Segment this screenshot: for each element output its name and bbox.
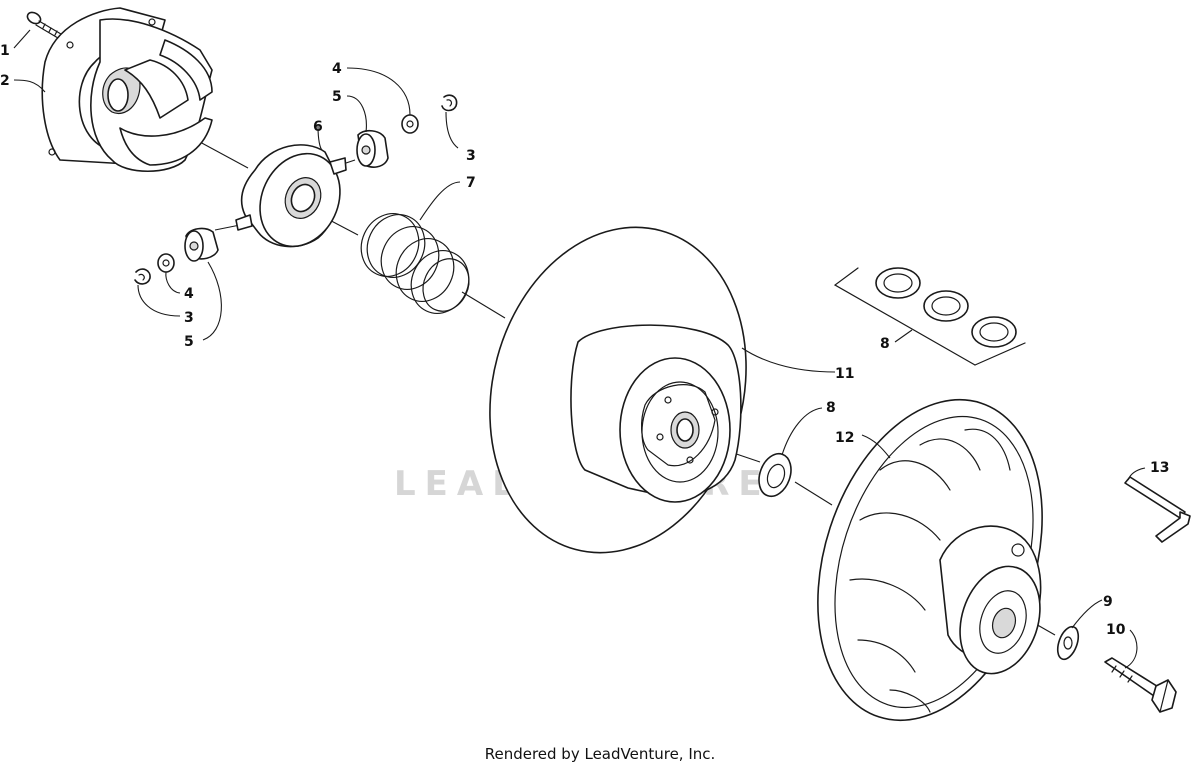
callout-5-upper: 5 [332, 89, 342, 105]
callout-8-group: 8 [880, 336, 890, 352]
callout-4-lower: 4 [184, 286, 194, 302]
part-5-roller-upper [356, 129, 389, 168]
callout-12: 12 [835, 430, 854, 446]
callout-5-lower: 5 [184, 334, 194, 350]
part-2-housing [41, 7, 213, 173]
callout-9: 9 [1103, 594, 1113, 610]
part-4-washer-lower [157, 253, 175, 273]
callout-2: 2 [0, 73, 10, 89]
callout-8-washer: 8 [826, 400, 836, 416]
part-4-washer-upper [401, 114, 419, 134]
callout-7: 7 [466, 175, 476, 191]
callout-11: 11 [835, 366, 854, 382]
part-1-screw [26, 11, 67, 42]
callouts: 1 2 4 5 6 3 7 4 3 5 8 11 8 12 13 9 10 [0, 43, 1169, 638]
part-11-sheave [489, 226, 747, 554]
callout-3-upper: 3 [466, 148, 476, 164]
part-9-washer [1056, 625, 1080, 661]
callout-3-lower: 3 [184, 310, 194, 326]
part-12-fan-sheave [817, 398, 1043, 722]
part-7-spring [360, 213, 470, 314]
callout-6: 6 [313, 119, 323, 135]
part-8-shims-group [833, 267, 1026, 366]
part-3-clip-lower [134, 268, 151, 285]
part-10-bolt [1104, 657, 1177, 713]
part-6-carrier [235, 144, 347, 248]
callout-10: 10 [1106, 622, 1126, 638]
leader-lines [13, 29, 1146, 669]
callout-13: 13 [1150, 460, 1169, 476]
part-3-clip-upper [441, 94, 458, 112]
part-5-roller-lower [184, 227, 219, 262]
part-8-washer [758, 452, 792, 498]
footer-credit: Rendered by LeadVenture, Inc. [484, 745, 716, 763]
part-13-hex-key [1124, 476, 1191, 543]
callout-1: 1 [0, 43, 10, 59]
callout-4-upper: 4 [332, 61, 342, 77]
